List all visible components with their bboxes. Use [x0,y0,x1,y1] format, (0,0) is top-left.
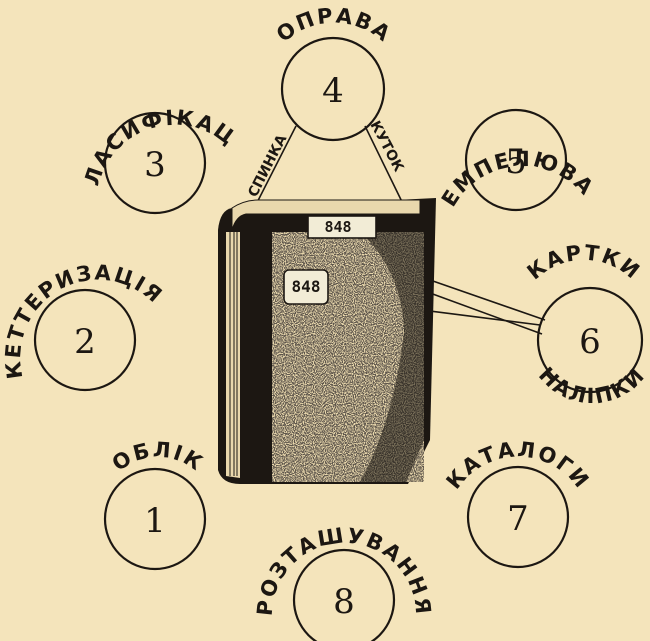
node-6-number: 6 [579,322,601,362]
node-7-label: КАТАЛОГИ [442,437,595,493]
book-page-edge [226,232,240,478]
spine-part-label: СПИНКА [245,132,290,200]
corner-part-label: КУТОК [366,118,406,175]
node-2-number: 2 [74,322,96,362]
node-8-number: 8 [333,582,355,622]
book-illustration: 848 848 [218,198,436,484]
node-4-number: 4 [322,71,344,111]
node-1-number: 1 [144,501,166,541]
spine-label-tag-text: 848 [324,218,351,236]
cover-label-tag-text: 848 [292,277,321,296]
node-7-number: 7 [507,499,529,539]
node-2-label: КЕТТЕРИЗАЦІЯ [1,260,168,380]
node-6-label-top: КАРТКИ [523,241,646,285]
node-6-label-bottom: НАЛІПКИ [534,363,650,409]
node-4-label: ОПРАВА [272,3,396,46]
node-3-number: 3 [144,145,166,185]
